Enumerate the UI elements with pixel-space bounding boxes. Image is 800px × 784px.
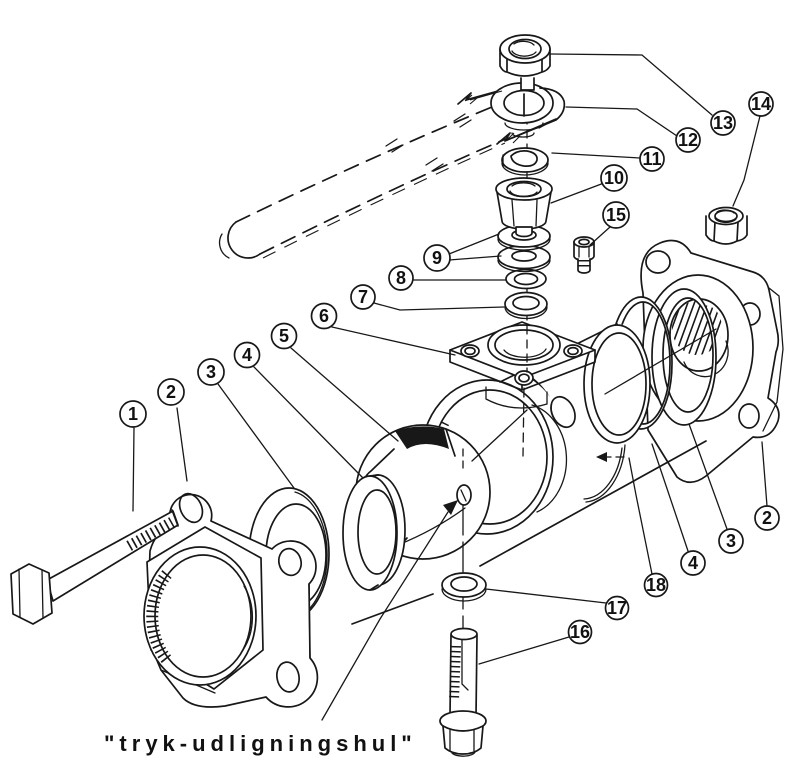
svg-text:14: 14 (751, 94, 771, 114)
svg-text:8: 8 (396, 268, 406, 288)
svg-text:17: 17 (607, 598, 627, 618)
svg-text:16: 16 (570, 622, 590, 642)
svg-text:"tryk-udligningshul": "tryk-udligningshul" (104, 731, 417, 756)
svg-text:1: 1 (128, 404, 138, 424)
svg-text:2: 2 (166, 382, 176, 402)
svg-text:9: 9 (432, 248, 442, 268)
svg-text:7: 7 (358, 287, 368, 307)
svg-text:6: 6 (319, 306, 329, 326)
svg-text:13: 13 (713, 113, 733, 133)
svg-text:3: 3 (726, 531, 736, 551)
svg-text:18: 18 (646, 575, 666, 595)
svg-text:4: 4 (242, 345, 252, 365)
svg-text:10: 10 (604, 168, 624, 188)
svg-text:5: 5 (279, 326, 289, 346)
svg-text:11: 11 (642, 149, 661, 169)
svg-text:2: 2 (762, 508, 772, 528)
svg-text:3: 3 (206, 362, 216, 382)
svg-text:4: 4 (688, 553, 698, 573)
svg-text:15: 15 (606, 205, 626, 225)
svg-text:12: 12 (678, 130, 698, 150)
